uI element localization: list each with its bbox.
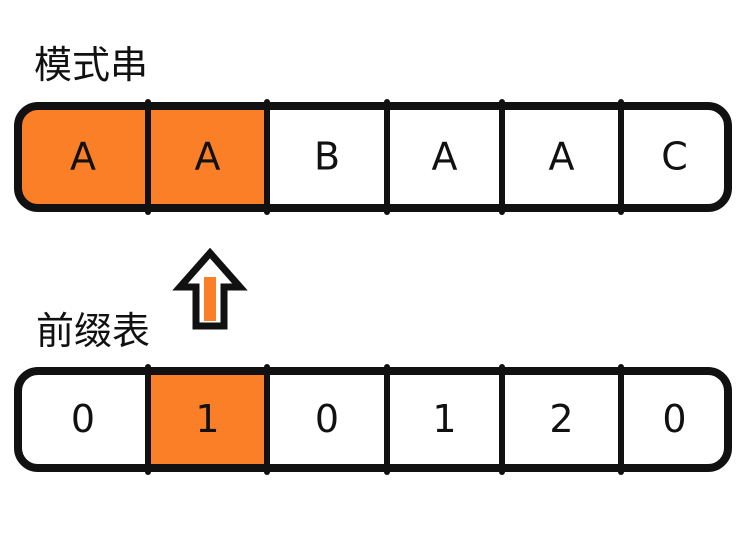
prefix-cell-text-0: 0 [71, 397, 95, 441]
prefix-cell-5 [621, 371, 728, 468]
prefix-table-label: 前缀表 [36, 309, 151, 353]
pattern-cell-4 [502, 106, 621, 208]
up-arrow-inner [204, 277, 216, 321]
pattern-cell-3 [387, 106, 502, 208]
pattern-cell-text-2: B [314, 135, 340, 179]
up-arrow-icon [172, 247, 248, 330]
pattern-cell-2 [267, 106, 387, 208]
prefix-cell-text-4: 2 [549, 397, 573, 441]
pattern-string-label: 模式串 [34, 43, 149, 87]
pattern-cell-text-4: A [549, 135, 575, 179]
pattern-cell-text-1: A [195, 135, 221, 179]
prefix-cell-text-1: 1 [195, 397, 219, 441]
pattern-cell-1-highlighted [148, 106, 267, 208]
pattern-cell-text-5: C [661, 135, 688, 179]
pattern-cell-0-highlighted [18, 106, 148, 208]
prefix-cell-text-3: 1 [432, 397, 456, 441]
pattern-cell-5 [621, 106, 728, 208]
prefix-cell-2 [267, 371, 387, 468]
prefix-cell-4 [502, 371, 621, 468]
prefix-table-row: 0 1 0 1 2 0 [14, 364, 732, 475]
prefix-cell-3 [387, 371, 502, 468]
prefix-cell-1-highlighted [148, 371, 267, 468]
pattern-cell-text-0: A [70, 135, 96, 179]
prefix-outline [14, 367, 732, 472]
prefix-cell-text-5: 0 [662, 397, 686, 441]
pattern-cell-text-3: A [432, 135, 458, 179]
prefix-cell-text-2: 0 [315, 397, 339, 441]
pattern-outline [14, 102, 732, 212]
prefix-cell-0 [18, 371, 148, 468]
